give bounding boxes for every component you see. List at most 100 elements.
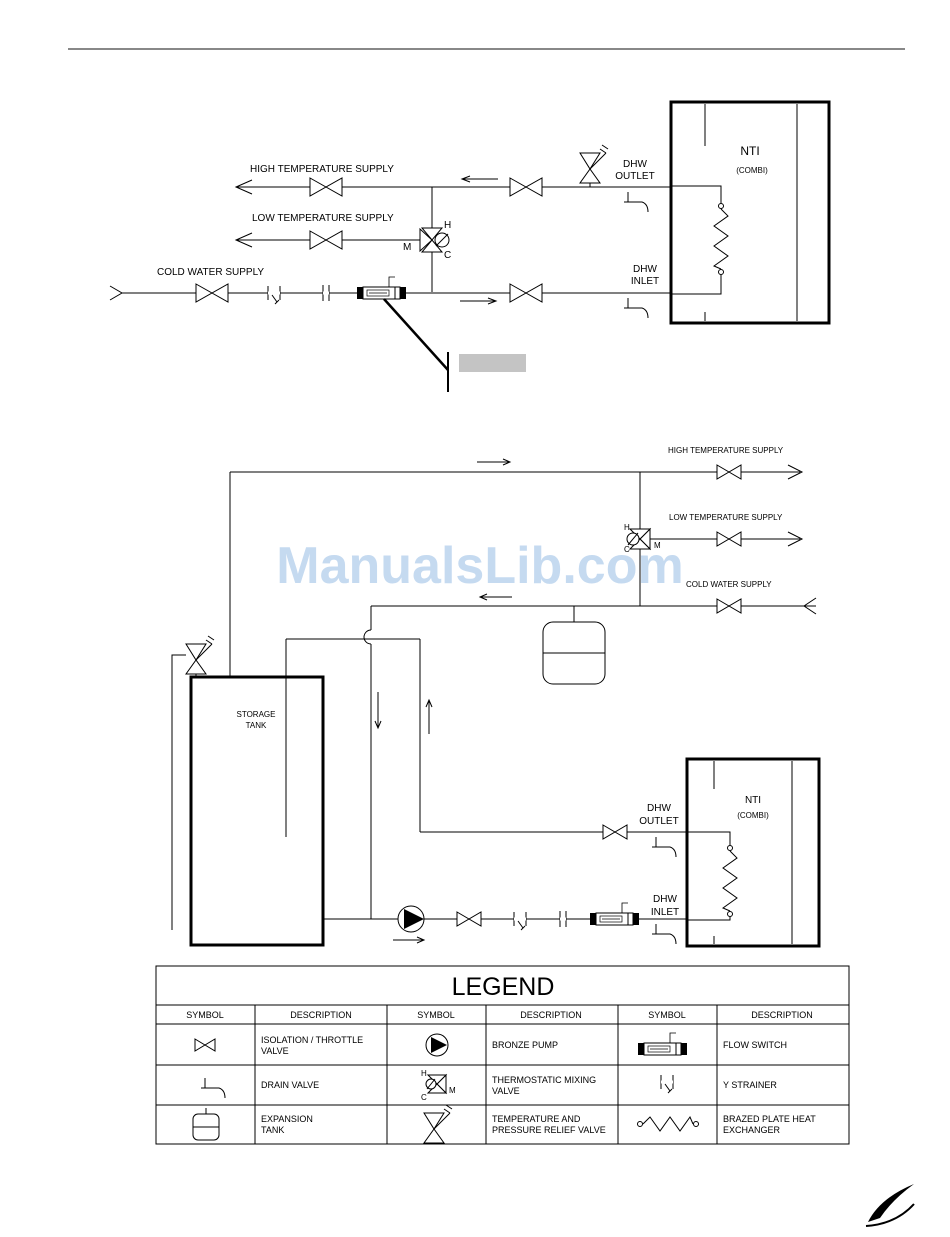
legend-desc: BRONZE PUMP bbox=[492, 1040, 558, 1050]
isolation-valve-icon bbox=[509, 177, 543, 197]
relief-valve-icon bbox=[185, 635, 215, 675]
flow-switch-icon bbox=[356, 276, 407, 300]
legend-desc: EXCHANGER bbox=[723, 1125, 781, 1135]
isolation-valve-icon bbox=[194, 1038, 216, 1052]
legend-mix-h: H bbox=[421, 1069, 427, 1078]
watermark: ManualsLib.com bbox=[276, 537, 683, 595]
diagram-2: HIGH TEMPERATURE SUPPLY H C M LOW TEMPER… bbox=[171, 446, 821, 948]
low-temp-label-2: LOW TEMPERATURE SUPPLY bbox=[669, 513, 783, 522]
heat-exchanger-icon bbox=[637, 1115, 699, 1132]
isolation-valve-icon bbox=[602, 824, 628, 840]
isolation-valve-icon bbox=[509, 283, 543, 303]
mix-c-label-2: C bbox=[624, 545, 630, 554]
isolation-valve-icon bbox=[716, 464, 742, 480]
arrow-cold-in-2 bbox=[803, 597, 817, 615]
drain-valve-icon bbox=[651, 836, 677, 858]
legend-header: DESCRIPTION bbox=[520, 1010, 582, 1020]
combi-label-2: (COMBI) bbox=[737, 811, 769, 820]
drain-valve-icon bbox=[623, 297, 649, 319]
gray-callout-box bbox=[459, 354, 526, 372]
bronze-pump-icon bbox=[425, 1033, 449, 1057]
isolation-valve-icon bbox=[716, 598, 742, 614]
expansion-tank-icon bbox=[192, 1108, 220, 1141]
arrow-cold-in-1 bbox=[109, 285, 123, 301]
cold-water-label-2: COLD WATER SUPPLY bbox=[686, 580, 772, 589]
union-icon bbox=[321, 283, 331, 303]
dhw-outlet-label-2b: OUTLET bbox=[639, 816, 678, 827]
storage-tank-label-b: TANK bbox=[246, 721, 267, 730]
legend-desc: TANK bbox=[261, 1125, 284, 1135]
dhw-inlet-label-2a: DHW bbox=[653, 894, 677, 905]
nti-boiler-1 bbox=[669, 100, 831, 325]
mix-m-label-2: M bbox=[654, 541, 661, 550]
low-temp-label-1: LOW TEMPERATURE SUPPLY bbox=[252, 213, 394, 224]
flow-arrow bbox=[502, 458, 512, 466]
storage-tank bbox=[189, 675, 325, 947]
isolation-valve-icon bbox=[716, 531, 742, 547]
legend-header: SYMBOL bbox=[648, 1010, 686, 1020]
flow-arrow bbox=[487, 297, 498, 305]
legend-desc: TEMPERATURE AND bbox=[492, 1114, 581, 1124]
high-temp-label-2: HIGH TEMPERATURE SUPPLY bbox=[668, 446, 784, 455]
dhw-outlet-label-1b: OUTLET bbox=[615, 171, 654, 182]
arrow-low-temp-1 bbox=[234, 232, 253, 248]
y-strainer-icon bbox=[266, 284, 282, 306]
mix-h-label-2: H bbox=[624, 523, 630, 532]
legend-desc: VALVE bbox=[261, 1046, 289, 1056]
drain-valve-icon bbox=[623, 191, 649, 213]
dhw-inlet-label-2b: INLET bbox=[651, 907, 679, 918]
legend-desc: PRESSURE RELIEF VALVE bbox=[492, 1125, 606, 1135]
legend-table: LEGEND SYMBOL DESCRIPTION SYMBOL DESCRIP… bbox=[155, 965, 850, 1145]
legend-header: DESCRIPTION bbox=[290, 1010, 352, 1020]
mix-c-label-1: C bbox=[444, 250, 451, 261]
y-strainer-icon bbox=[512, 910, 528, 932]
legend-desc: Y STRAINER bbox=[723, 1080, 777, 1090]
legend-title: LEGEND bbox=[452, 973, 555, 1001]
high-temp-label-1: HIGH TEMPERATURE SUPPLY bbox=[250, 164, 394, 175]
nti-boiler-2 bbox=[685, 757, 821, 948]
arrow-high-temp-1 bbox=[234, 179, 253, 195]
legend-desc: VALVE bbox=[492, 1086, 520, 1096]
legend-mix-c: C bbox=[421, 1093, 427, 1102]
flow-arrow bbox=[460, 175, 471, 183]
flow-switch-icon bbox=[589, 902, 640, 926]
mixing-valve-icon bbox=[419, 227, 450, 253]
nti-label-2: NTI bbox=[745, 795, 761, 806]
legend-desc: THERMOSTATIC MIXING bbox=[492, 1075, 596, 1085]
legend-header: SYMBOL bbox=[417, 1010, 455, 1020]
isolation-valve-icon bbox=[309, 230, 343, 250]
dhw-outlet-label-1a: DHW bbox=[623, 159, 647, 170]
dhw-outlet-label-2a: DHW bbox=[647, 803, 671, 814]
legend-mix-m: M bbox=[449, 1086, 456, 1095]
legend-desc: FLOW SWITCH bbox=[723, 1040, 787, 1050]
isolation-valve-icon bbox=[195, 283, 229, 303]
mixing-valve-icon bbox=[425, 1073, 448, 1095]
isolation-valve-icon bbox=[309, 177, 343, 197]
legend-desc: BRAZED PLATE HEAT bbox=[723, 1114, 816, 1124]
arrow-high-temp-2 bbox=[787, 464, 804, 480]
mix-m-label-1: M bbox=[403, 242, 411, 253]
dhw-inlet-label-1b: INLET bbox=[631, 276, 659, 287]
mixing-valve-icon bbox=[626, 527, 652, 551]
legend-header: DESCRIPTION bbox=[751, 1010, 813, 1020]
legend-desc: ISOLATION / THROTTLE bbox=[261, 1035, 363, 1045]
flow-arrow bbox=[478, 593, 488, 601]
mix-h-label-1: H bbox=[444, 220, 451, 231]
legend-desc: DRAIN VALVE bbox=[261, 1080, 319, 1090]
diagram-1: NTI (COMBI) HIGH TEMPERATURE SUPPLY DHW … bbox=[109, 100, 831, 392]
cold-water-label-1: COLD WATER SUPPLY bbox=[157, 267, 264, 278]
bronze-pump-icon bbox=[397, 905, 425, 933]
relief-valve-icon bbox=[579, 144, 609, 184]
nti-logo-icon bbox=[865, 1184, 915, 1227]
flow-arrow bbox=[425, 698, 433, 708]
dhw-inlet-label-1a: DHW bbox=[633, 264, 657, 275]
flow-arrow bbox=[374, 720, 382, 730]
storage-tank-label-a: STORAGE bbox=[237, 710, 276, 719]
combi-label-1: (COMBI) bbox=[736, 166, 768, 175]
drain-valve-icon bbox=[651, 923, 677, 945]
isolation-valve-icon bbox=[456, 911, 482, 927]
nti-label-1: NTI bbox=[740, 144, 759, 158]
legend-header: SYMBOL bbox=[186, 1010, 224, 1020]
arrow-low-temp-2 bbox=[787, 531, 804, 547]
